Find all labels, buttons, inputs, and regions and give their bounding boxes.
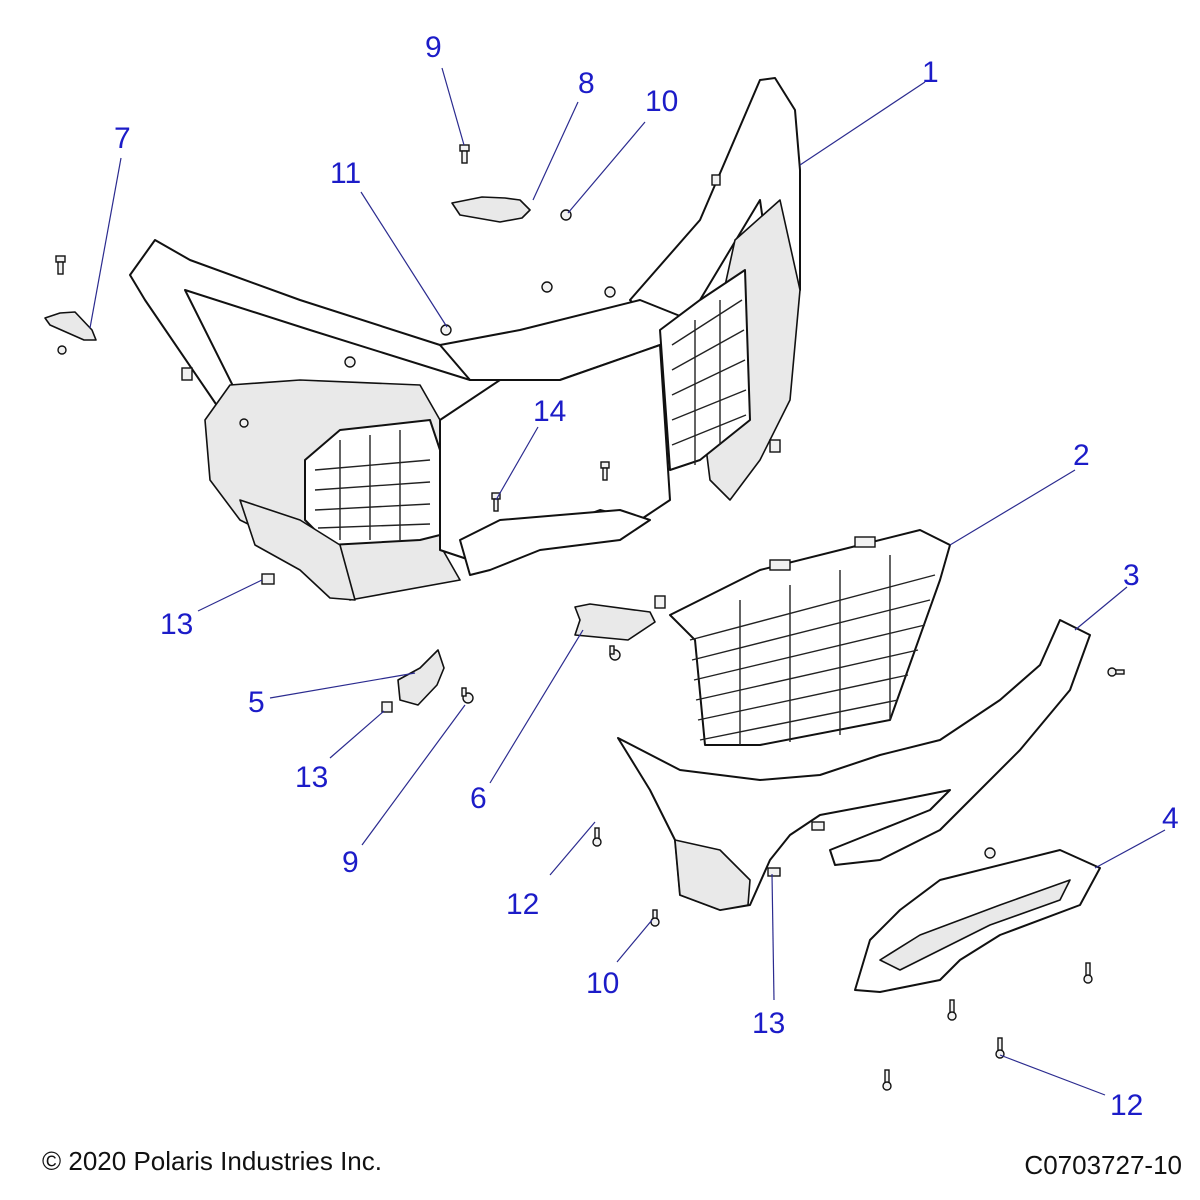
callout-12-left: 12 — [506, 888, 539, 921]
bolt-9-left — [55, 255, 66, 275]
bolt-9-top — [459, 144, 470, 164]
leader-12a — [549, 821, 596, 876]
clip-nut-13-lower — [767, 867, 781, 877]
leader-10a — [567, 121, 646, 214]
leader-6 — [489, 629, 584, 784]
callout-13-left: 13 — [160, 608, 193, 641]
leader-2 — [949, 469, 1076, 546]
leader-lines — [89, 67, 1166, 1096]
callout-12-right: 12 — [1110, 1089, 1143, 1122]
part-4-lower-guard — [854, 849, 1101, 993]
callout-8: 8 — [578, 67, 595, 100]
screw-12-a — [592, 827, 602, 847]
leader-10b — [616, 919, 653, 963]
leader-4 — [1094, 829, 1166, 869]
leader-3 — [1074, 586, 1128, 631]
screw-7 — [57, 345, 67, 355]
leader-9b — [361, 704, 466, 846]
leader-5 — [269, 672, 416, 699]
part-3-lower-bumper — [617, 619, 1091, 911]
callout-labels: 1 2 3 4 5 6 7 8 9 9 10 10 11 12 12 13 13… — [114, 31, 1179, 1122]
callout-13-mid: 13 — [295, 761, 328, 794]
part-7-bracket — [44, 311, 97, 341]
callout-11: 11 — [330, 157, 361, 190]
callout-14: 14 — [533, 395, 566, 428]
callout-10-top: 10 — [645, 85, 678, 118]
leader-13c — [771, 873, 775, 1001]
leader-11 — [360, 191, 448, 328]
clip-10-mid — [984, 847, 996, 859]
leader-9a — [441, 67, 465, 146]
callout-5: 5 — [248, 686, 265, 719]
part-6-bracket — [574, 603, 656, 641]
bolt-6 — [609, 645, 621, 661]
bolt-9-lower — [461, 687, 474, 704]
part-8-plate — [451, 196, 531, 223]
rivet-14b — [600, 461, 610, 481]
screw-12-d — [1083, 962, 1093, 984]
callout-9-top: 9 — [425, 31, 442, 64]
drawing-number: C0703727-10 — [1024, 1150, 1182, 1180]
screw-12-e — [882, 1069, 892, 1091]
copyright-notice: © 2020 Polaris Industries Inc. — [42, 1146, 382, 1176]
clip-nut-13-left — [261, 573, 275, 585]
leader-14 — [495, 426, 539, 501]
part-2-center-grille — [669, 529, 951, 746]
leader-7 — [89, 157, 122, 329]
leader-13b — [329, 710, 385, 759]
callout-7: 7 — [114, 122, 131, 155]
callout-3: 3 — [1123, 559, 1140, 592]
screw-12-f — [1107, 667, 1125, 677]
screw-12-c — [947, 999, 957, 1021]
callout-13-lower: 13 — [752, 1007, 785, 1040]
leader-12b — [999, 1054, 1106, 1096]
leader-1 — [799, 81, 926, 166]
callout-2: 2 — [1073, 439, 1090, 472]
leader-8 — [532, 101, 579, 201]
callout-4: 4 — [1162, 802, 1179, 835]
callout-1: 1 — [922, 56, 939, 89]
part-5-bracket — [397, 649, 445, 706]
callout-10-lower: 10 — [586, 967, 619, 1000]
callout-6: 6 — [470, 782, 487, 815]
hardware-fasteners — [55, 144, 1125, 1091]
clip-10-lower — [650, 909, 660, 927]
leader-13a — [197, 579, 263, 612]
clip-nut-13-mid — [381, 701, 393, 713]
callout-9-lower: 9 — [342, 846, 359, 879]
